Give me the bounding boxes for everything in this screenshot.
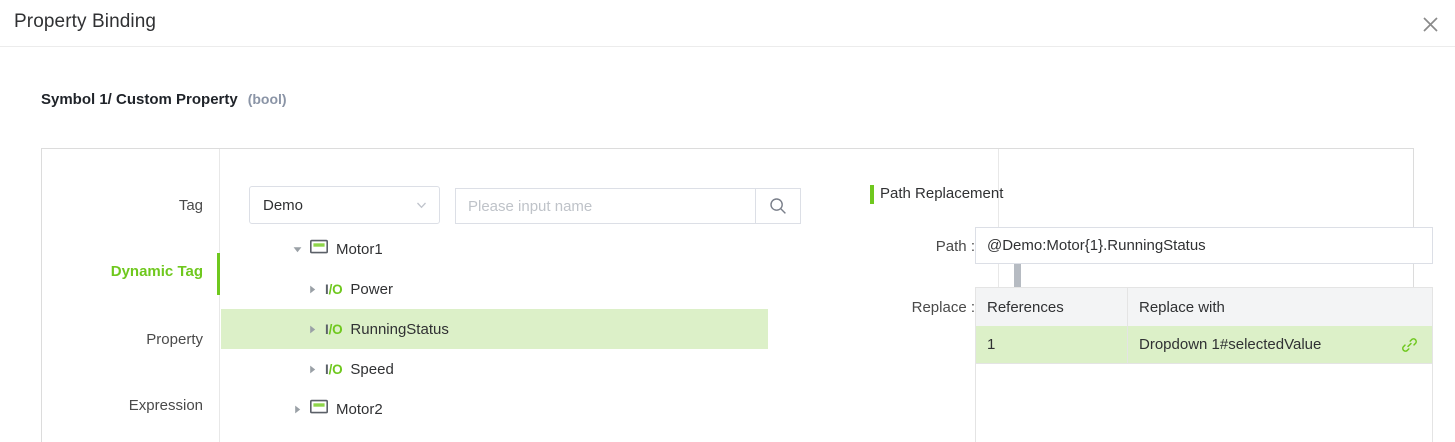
nav-item-dynamic-tag[interactable]: Dynamic Tag bbox=[110, 263, 203, 280]
chevron-right-icon[interactable] bbox=[307, 324, 317, 334]
chevron-right-icon[interactable] bbox=[307, 364, 317, 374]
replace-label: Replace : bbox=[911, 299, 975, 316]
active-nav-indicator bbox=[217, 253, 220, 295]
cell-reference: 1 bbox=[976, 326, 1128, 363]
binding-mode-nav: Tag Dynamic Tag Property Expression bbox=[42, 149, 220, 442]
table-header-row: References Replace with bbox=[976, 288, 1432, 326]
tree-row[interactable]: Motor1 bbox=[221, 229, 768, 269]
chevron-right-icon[interactable] bbox=[292, 404, 302, 414]
chevron-right-icon[interactable] bbox=[307, 284, 317, 294]
nav-item-property[interactable]: Property bbox=[146, 331, 203, 348]
tree-node-label: Power bbox=[350, 280, 393, 298]
close-icon[interactable] bbox=[1415, 9, 1445, 39]
folder-icon bbox=[310, 399, 328, 419]
cell-replace-with-text: Dropdown 1#selectedValue bbox=[1139, 336, 1322, 353]
binding-target-label: Symbol 1/ Custom Property bbox=[41, 91, 238, 108]
binding-subtitle: Symbol 1/ Custom Property (bool) bbox=[41, 91, 287, 108]
dialog-header: Property Binding bbox=[0, 0, 1455, 47]
tree-row[interactable]: I/O RunningStatus bbox=[221, 309, 768, 349]
nav-item-expression[interactable]: Expression bbox=[128, 397, 203, 414]
section-accent-bar bbox=[870, 185, 874, 204]
io-badge: I/O bbox=[325, 321, 343, 337]
path-input[interactable] bbox=[975, 227, 1433, 264]
table-empty-area bbox=[976, 363, 1432, 442]
tree-node-label: RunningStatus bbox=[350, 320, 449, 338]
search-input[interactable] bbox=[455, 188, 755, 224]
tree-row[interactable]: I/O Power bbox=[221, 269, 768, 309]
tag-source-select[interactable]: Demo bbox=[249, 186, 440, 224]
tag-search bbox=[455, 188, 801, 224]
tree-row[interactable]: I/O Speed bbox=[221, 349, 768, 389]
cell-replace-with: Dropdown 1#selectedValue bbox=[1128, 326, 1432, 363]
replacement-table: References Replace with 1 Dropdown 1#sel… bbox=[975, 287, 1433, 442]
nav-item-tag[interactable]: Tag bbox=[178, 197, 203, 214]
tag-browser: Demo bbox=[221, 149, 1021, 442]
column-header-references: References bbox=[976, 288, 1128, 326]
section-title: Path Replacement bbox=[880, 185, 1004, 202]
io-badge: I/O bbox=[325, 281, 343, 297]
path-replacement-panel: Path Replacement Path : Replace : Refere… bbox=[820, 149, 1433, 442]
search-icon[interactable] bbox=[755, 188, 801, 224]
path-label: Path : bbox=[935, 238, 975, 255]
binding-type-label: (bool) bbox=[247, 91, 287, 107]
tree-row[interactable]: Motor2 bbox=[221, 389, 768, 429]
tree-node-label: Motor1 bbox=[336, 240, 383, 258]
dialog-title: Property Binding bbox=[14, 11, 157, 32]
chevron-down-icon[interactable] bbox=[292, 244, 302, 254]
chevron-down-icon bbox=[415, 199, 428, 212]
tree-node-label: Motor2 bbox=[336, 400, 383, 418]
table-row[interactable]: 1 Dropdown 1#selectedValue bbox=[976, 326, 1432, 363]
tree-node-label: Speed bbox=[350, 360, 394, 378]
binding-panel: Tag Dynamic Tag Property Expression Demo bbox=[41, 148, 1433, 442]
tag-source-value: Demo bbox=[263, 196, 304, 214]
io-badge: I/O bbox=[325, 361, 343, 377]
tag-tree: Motor1 I/O Power I/O RunningStatus bbox=[221, 229, 820, 442]
folder-icon bbox=[310, 239, 328, 259]
link-icon[interactable] bbox=[1401, 336, 1418, 353]
column-header-replace-with: Replace with bbox=[1139, 298, 1225, 316]
